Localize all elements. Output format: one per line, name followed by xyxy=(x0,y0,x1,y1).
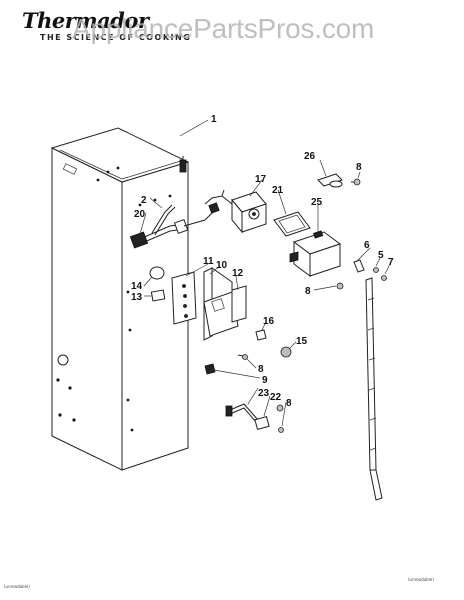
footer-left-text: (unreadable) xyxy=(4,584,30,589)
callout-1: 1 xyxy=(211,114,217,125)
cabinet-housing xyxy=(50,127,190,471)
callout-9: 9 xyxy=(262,375,268,386)
callout-12: 12 xyxy=(232,268,244,279)
brand-logo: Thermador xyxy=(22,8,149,33)
callout-13: 13 xyxy=(131,292,143,303)
switch-housing xyxy=(289,230,342,277)
callout-20: 20 xyxy=(134,209,146,220)
mounting-bracket xyxy=(203,267,247,341)
callout-5: 5 xyxy=(378,250,384,261)
callout-22: 22 xyxy=(270,392,282,403)
cover-plate xyxy=(273,211,311,237)
callout-8-low: 8 xyxy=(258,364,264,375)
watermark: AppliancePartsPros.com xyxy=(72,13,375,44)
callout-14: 14 xyxy=(131,281,143,292)
callout-17: 17 xyxy=(255,174,267,185)
control-bracket xyxy=(204,189,267,234)
screws xyxy=(237,178,361,412)
callout-21: 21 xyxy=(272,185,284,196)
leader-lines xyxy=(139,119,391,427)
footer-right-text: (unreadable) xyxy=(408,577,434,582)
callout-11: 11 xyxy=(203,256,214,267)
hinge-plate xyxy=(171,271,197,325)
callout-8-bottom: 8 xyxy=(286,398,292,409)
wire-harness xyxy=(129,202,220,249)
fasteners xyxy=(204,329,292,375)
callout-8-top: 8 xyxy=(356,162,362,173)
callout-15: 15 xyxy=(296,336,308,347)
callout-8-mid: 8 xyxy=(305,286,311,297)
callout-10: 10 xyxy=(216,260,228,271)
callout-6: 6 xyxy=(364,240,370,251)
callout-7: 7 xyxy=(388,257,394,268)
callout-23: 23 xyxy=(258,388,270,399)
terminal-wires xyxy=(225,403,284,433)
door-rod xyxy=(353,259,387,501)
callout-2: 2 xyxy=(141,195,147,206)
control-knob xyxy=(317,173,343,188)
callout-16: 16 xyxy=(263,316,275,327)
small-parts xyxy=(149,266,166,302)
callout-26: 26 xyxy=(304,151,316,162)
callout-25: 25 xyxy=(311,197,323,208)
brand-tagline: THE SCIENCE OF COOKING xyxy=(40,33,192,42)
